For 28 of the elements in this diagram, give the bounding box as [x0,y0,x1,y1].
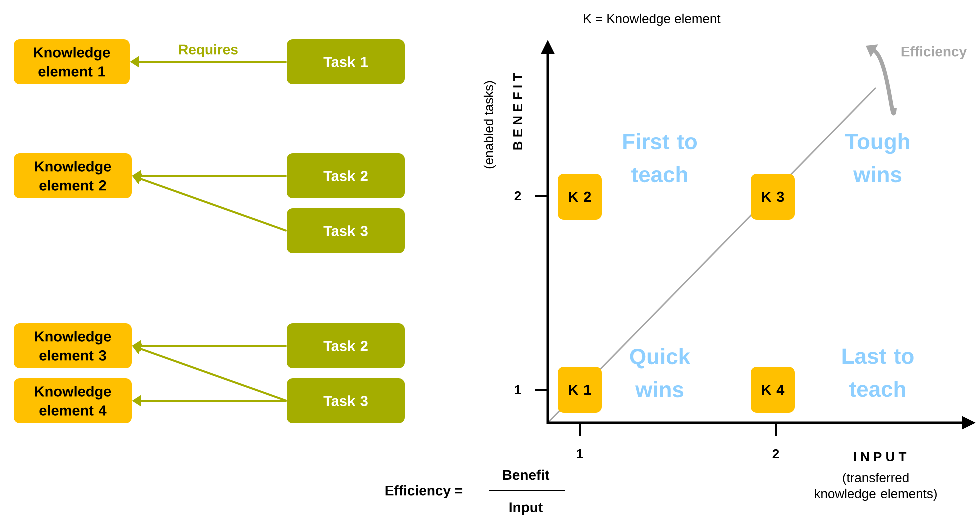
knowledge-square: K 3 [751,174,795,220]
formula-text: Efficiency = [386,485,463,499]
tick-label: 2 [514,191,522,201]
edge-label: Requires [180,44,238,58]
quadrant-label: Quick wins [630,348,691,398]
arrow-label: Efficiency [902,46,967,60]
task-box: Task 3 [287,378,405,424]
task-box: Task 1 [287,40,405,84]
note-text: K = Knowledge element [584,14,721,26]
task-box: Task 2 [287,154,405,198]
knowledge-box: Knowledge element 4 [14,378,132,424]
quadrant-label: First to teach [624,133,698,183]
tick-label: 2 [772,449,780,459]
formula-text: Input [510,502,543,516]
knowledge-box: Knowledge element 1 [14,40,130,84]
formula-text: Benefit [503,470,550,480]
task-box: Task 3 [287,208,405,254]
knowledge-square: K 1 [558,367,602,413]
axis-label: (transferred knowledge elements) [815,472,937,502]
task-box: Task 2 [287,324,405,368]
tick-label: 1 [577,450,584,458]
tick-label: 1 [515,386,522,394]
knowledge-box: Knowledge element 3 [14,324,132,368]
knowledge-box: Knowledge element 2 [14,154,132,198]
knowledge-square: K 4 [751,367,795,413]
knowledge-square: K 2 [558,174,602,220]
axis-label: (enabled tasks) [484,81,496,169]
axis-title: I N P U T [854,452,907,462]
